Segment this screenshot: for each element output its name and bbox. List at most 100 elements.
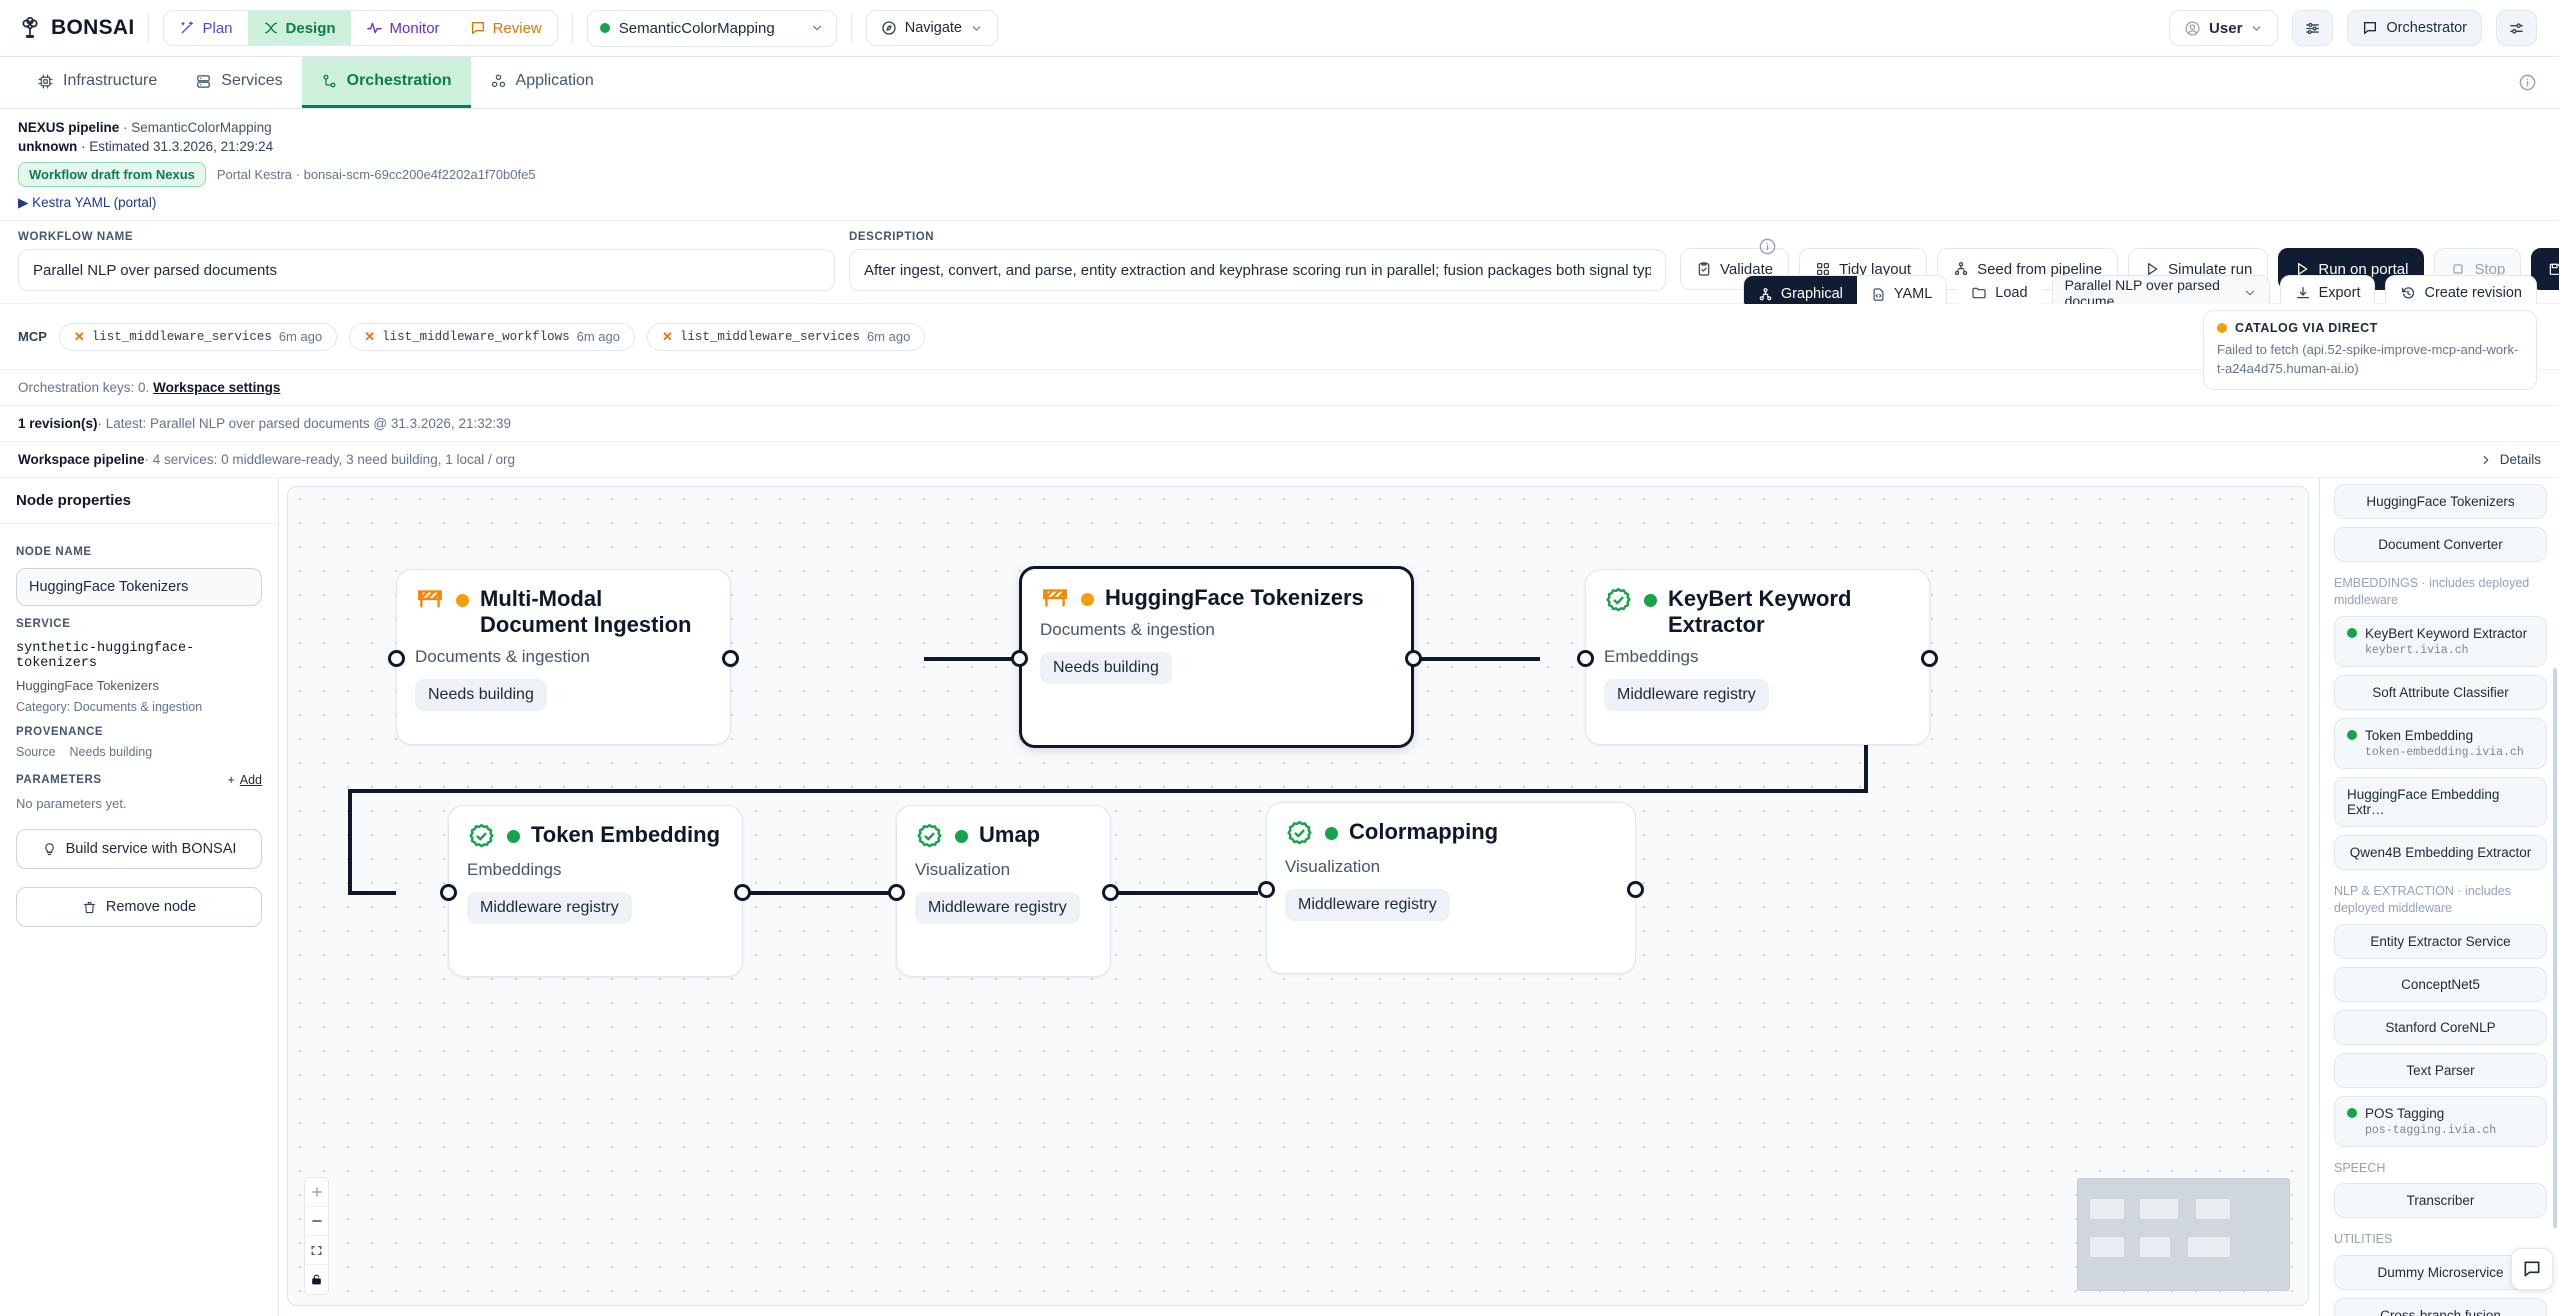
provenance-row: Source Needs building bbox=[16, 745, 262, 759]
catalog-item[interactable]: Qwen4B Embedding Extractor bbox=[2334, 834, 2547, 870]
tab-infrastructure[interactable]: Infrastructure bbox=[18, 57, 176, 108]
node-port-out[interactable] bbox=[1102, 884, 1119, 901]
navigate-button[interactable]: Navigate bbox=[865, 10, 998, 46]
catalog-item[interactable]: Soft Attribute Classifier bbox=[2334, 674, 2547, 710]
service-catalog-panel[interactable]: HuggingFace Tokenizers Document Converte… bbox=[2319, 478, 2559, 1316]
graph-node[interactable]: KeyBert Keyword Extractor Embeddings Mid… bbox=[1577, 569, 1938, 745]
graph-node[interactable]: Token Embedding Embeddings Middleware re… bbox=[440, 805, 751, 977]
user-menu-button[interactable]: User bbox=[2169, 10, 2279, 46]
info-icon[interactable] bbox=[2518, 73, 2537, 92]
graph-node[interactable]: Umap Visualization Middleware registry bbox=[888, 805, 1119, 977]
add-parameter-button[interactable]: + Add bbox=[227, 773, 262, 787]
mcp-chip[interactable]: ✕ list_middleware_workflows 6m ago bbox=[349, 322, 636, 351]
graph-canvas[interactable]: Multi-Modal Document Ingestion Documents… bbox=[287, 486, 2309, 1306]
node-port-out[interactable] bbox=[1627, 881, 1644, 898]
catalog-item[interactable]: Document Converter bbox=[2334, 527, 2547, 562]
node-port-in[interactable] bbox=[1011, 650, 1028, 667]
catalog-group-header: SPEECH bbox=[2334, 1160, 2547, 1177]
catalog-item[interactable]: KeyBert Keyword Extractor keybert.ivia.c… bbox=[2334, 615, 2547, 667]
toggles-button[interactable] bbox=[2496, 10, 2537, 46]
catalog-item[interactable]: HuggingFace Embedding Extr… bbox=[2334, 776, 2547, 827]
node-port-out[interactable] bbox=[722, 650, 739, 667]
brand: BONSAI bbox=[18, 16, 134, 40]
graph-node-category: Visualization bbox=[1285, 857, 1381, 876]
node-port-in[interactable] bbox=[1577, 650, 1594, 667]
catalog-item[interactable]: Stanford CoreNLP bbox=[2334, 1009, 2547, 1045]
mode-tab-review-label: Review bbox=[492, 19, 542, 37]
section-tab-bar: Infrastructure Services Orchestration Ap… bbox=[0, 57, 2559, 109]
chat-fab-button[interactable] bbox=[2511, 1248, 2553, 1290]
export-label: Export bbox=[2318, 285, 2361, 301]
node-port-in[interactable] bbox=[1258, 881, 1275, 898]
details-button[interactable]: Details bbox=[2479, 452, 2541, 467]
workspace-settings-link[interactable]: Workspace settings bbox=[153, 380, 281, 395]
catalog-item-name: Document Converter bbox=[2378, 537, 2503, 552]
graph-node-category: Embeddings bbox=[1604, 646, 1699, 666]
graph-node[interactable]: Multi-Modal Document Ingestion Documents… bbox=[388, 569, 739, 745]
node-port-in[interactable] bbox=[888, 884, 905, 901]
zoom-in-button[interactable] bbox=[305, 1178, 328, 1207]
node-port-out[interactable] bbox=[1405, 650, 1422, 667]
node-port-out[interactable] bbox=[734, 884, 751, 901]
build-service-button[interactable]: Build service with BONSAI bbox=[16, 829, 262, 869]
service-label: SERVICE bbox=[16, 618, 71, 630]
canvas-minimap[interactable] bbox=[2077, 1178, 2290, 1291]
service-category: Category: Documents & ingestion bbox=[16, 700, 203, 714]
mode-tab-review[interactable]: Review bbox=[455, 11, 557, 45]
workflow-draft-chip[interactable]: Workflow draft from Nexus bbox=[18, 162, 206, 187]
workflow-name-input[interactable] bbox=[18, 249, 835, 291]
simulate-run-label: Simulate run bbox=[2168, 260, 2253, 278]
mode-tab-design[interactable]: Design bbox=[247, 11, 351, 45]
tab-orchestration[interactable]: Orchestration bbox=[301, 57, 471, 108]
catalog-item-name-row: Token Embedding bbox=[2347, 728, 2534, 743]
pipeline-name: · SemanticColorMapping bbox=[119, 120, 272, 135]
workflow-description-input[interactable] bbox=[849, 249, 1666, 291]
mcp-chip-ago: 6m ago bbox=[576, 329, 621, 344]
catalog-item[interactable]: Entity Extractor Service bbox=[2334, 923, 2547, 959]
user-label: User bbox=[2209, 19, 2243, 37]
graph-node[interactable]: Colormapping Visualization Middleware re… bbox=[1258, 802, 1644, 974]
catalog-scrollbar[interactable] bbox=[2553, 668, 2557, 1228]
mode-tab-monitor[interactable]: Monitor bbox=[351, 11, 455, 45]
seed-from-pipeline-label: Seed from pipeline bbox=[1977, 260, 2103, 278]
catalog-item[interactable]: POS Tagging pos-tagging.ivia.ch bbox=[2334, 1095, 2547, 1147]
meta-info-icon[interactable] bbox=[1758, 237, 1777, 256]
lock-button[interactable] bbox=[305, 1265, 328, 1294]
kestra-yaml-disclosure[interactable]: ▶ Kestra YAML (portal) bbox=[18, 195, 157, 210]
catalog-item[interactable]: Cross-branch fusion bbox=[2334, 1298, 2547, 1316]
catalog-group-title: SPEECH bbox=[2334, 1160, 2386, 1175]
catalog-item[interactable]: Text Parser bbox=[2334, 1052, 2547, 1088]
mode-tab-plan[interactable]: Plan bbox=[164, 11, 247, 45]
fit-view-button[interactable] bbox=[305, 1236, 328, 1265]
catalog-item-name: HuggingFace Tokenizers bbox=[2366, 494, 2515, 509]
catalog-item[interactable]: Transcriber bbox=[2334, 1183, 2547, 1219]
zoom-out-button[interactable] bbox=[305, 1207, 328, 1236]
node-port-out[interactable] bbox=[1921, 650, 1938, 667]
hierarchy-icon bbox=[1953, 261, 1969, 277]
catalog-item-name-row: KeyBert Keyword Extractor bbox=[2347, 626, 2534, 641]
node-port-in[interactable] bbox=[388, 650, 405, 667]
bonsai-logo-icon bbox=[18, 16, 42, 40]
node-name-label: NODE NAME bbox=[16, 546, 92, 558]
remove-node-button[interactable]: Remove node bbox=[16, 887, 262, 927]
brand-name: BONSAI bbox=[51, 16, 135, 39]
node-port-in[interactable] bbox=[440, 884, 457, 901]
orchestrator-button[interactable]: Orchestrator bbox=[2347, 10, 2482, 46]
tab-application[interactable]: Application bbox=[471, 57, 613, 108]
catalog-item[interactable]: HuggingFace Tokenizers bbox=[2334, 484, 2547, 519]
mcp-chip[interactable]: ✕ list_middleware_services 6m ago bbox=[647, 322, 926, 351]
node-name-input[interactable] bbox=[16, 568, 262, 606]
tab-infrastructure-label: Infrastructure bbox=[63, 72, 158, 89]
graph-node-title: Umap bbox=[979, 822, 1041, 847]
mcp-label: MCP bbox=[18, 329, 47, 344]
catalog-item[interactable]: Token Embedding token-embedding.ivia.ch bbox=[2334, 717, 2547, 769]
verified-icon bbox=[467, 822, 496, 851]
mcp-chip[interactable]: ✕ list_middleware_services 6m ago bbox=[58, 322, 338, 351]
settings-sliders-button[interactable] bbox=[2292, 10, 2334, 46]
verified-icon bbox=[1285, 819, 1314, 848]
tab-services[interactable]: Services bbox=[176, 57, 301, 108]
pipeline-selector[interactable]: SemanticColorMapping bbox=[586, 9, 837, 47]
graph-node[interactable]: HuggingFace Tokenizers Documents & inges… bbox=[1011, 566, 1422, 748]
catalog-item[interactable]: ConceptNet5 bbox=[2334, 966, 2547, 1002]
